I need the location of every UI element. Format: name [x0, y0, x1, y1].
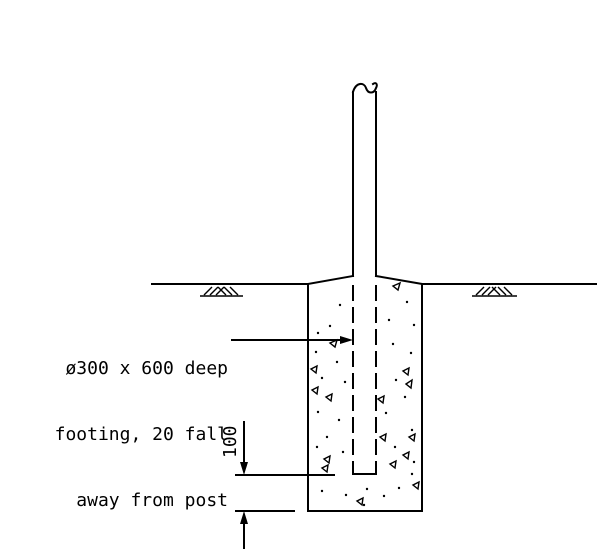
dimension-label: 100	[220, 425, 241, 458]
concrete-footing	[306, 274, 424, 512]
callout-line-3: away from post	[76, 490, 228, 511]
dim-arrow-bottom	[240, 511, 248, 524]
concrete-stipple-triangles	[309, 281, 420, 507]
callout-leader	[231, 336, 353, 344]
earth-hatch-left	[200, 286, 243, 297]
callout-line-1: ø300 x 600 deep	[65, 358, 228, 379]
embedded-post	[352, 285, 377, 475]
callout-line-2: footing, 20 fall	[54, 424, 228, 445]
earth-hatch-right	[472, 286, 517, 297]
footing-top-slope-left	[306, 274, 355, 286]
footing-outline	[307, 283, 423, 512]
post	[351, 82, 378, 277]
footing-top-slope-right	[374, 274, 424, 286]
concrete-stipple-dots	[314, 300, 416, 507]
dim-arrow-top	[240, 462, 248, 475]
leader-arrowhead	[340, 336, 353, 344]
post-break-symbol	[351, 82, 378, 94]
dimension-100: 100	[220, 421, 335, 549]
footing-callout: ø300 x 600 deep footing, 20 fall away fr…	[10, 314, 228, 550]
